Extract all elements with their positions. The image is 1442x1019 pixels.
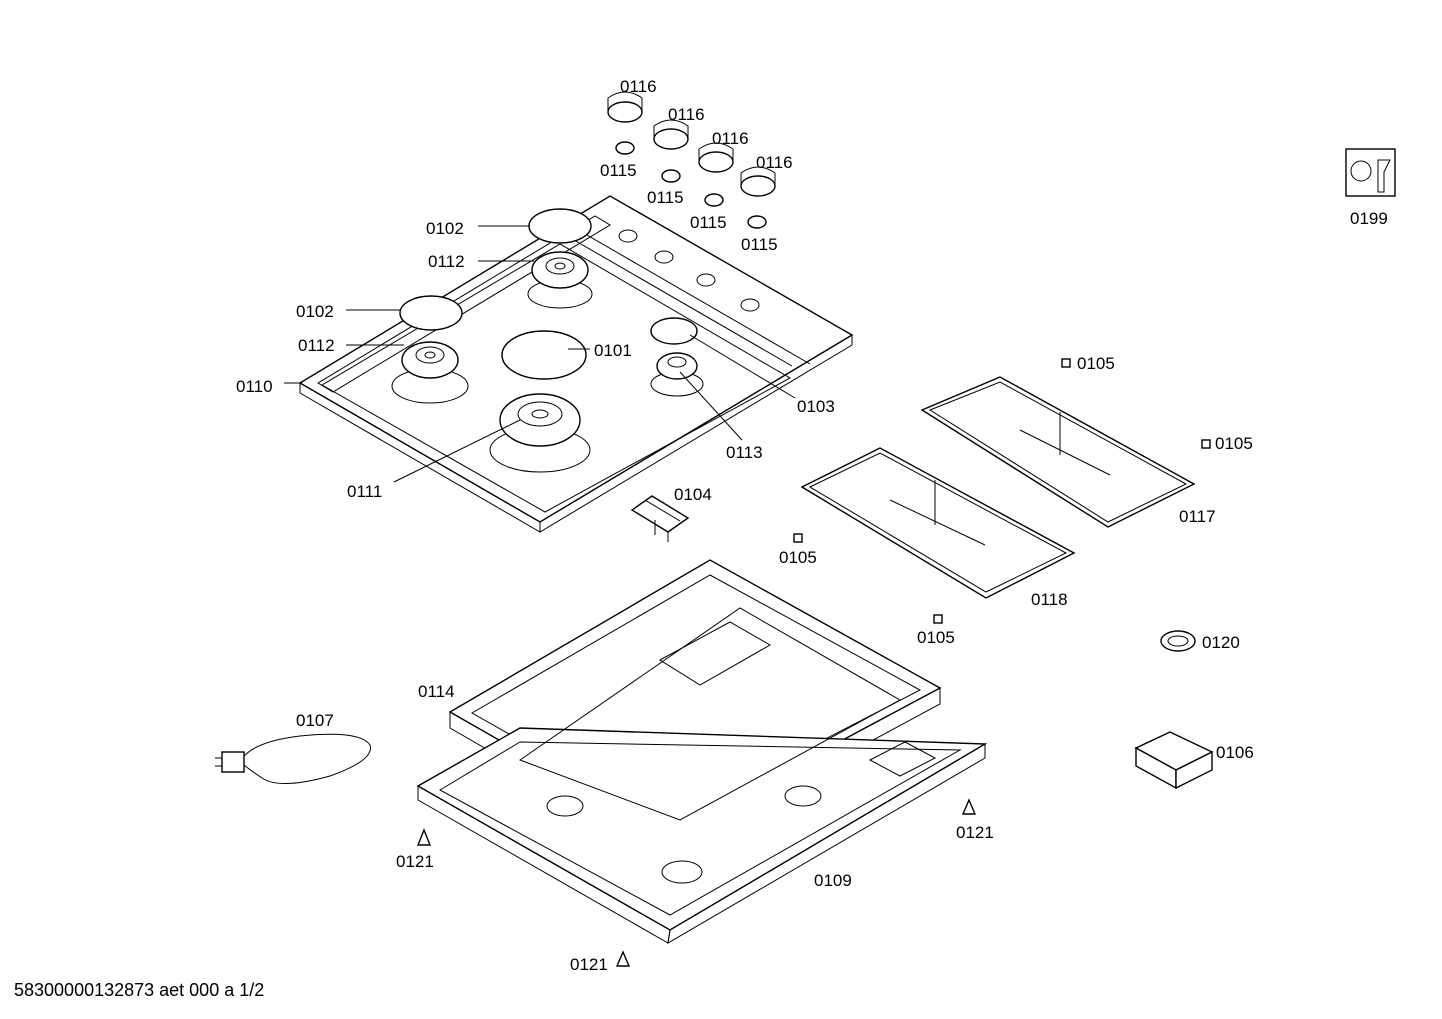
ignition-block	[630, 495, 690, 542]
rubber-foot-3	[793, 533, 803, 543]
adjustable-foot-2	[961, 798, 977, 815]
pan-support-right	[920, 376, 1196, 528]
burner-cap-0102-front	[399, 295, 463, 331]
adjustable-foot-1	[416, 828, 432, 846]
label-0118: 0118	[1031, 590, 1068, 609]
burner-cap-0103	[650, 317, 698, 345]
control-knob-3	[698, 142, 734, 173]
label-0112-a: 0112	[428, 252, 465, 271]
control-knob-1	[607, 91, 643, 123]
burner-small	[650, 352, 704, 397]
label-0102-a: 0102	[426, 219, 464, 238]
label-0115-d: 0115	[741, 235, 778, 254]
label-0199: 0199	[1350, 209, 1388, 228]
document-reference: 58300000132873 aet 000 a 1/2	[14, 980, 265, 1000]
burner-cap-0101	[501, 330, 587, 380]
pan-support-left	[800, 447, 1076, 599]
label-0117: 0117	[1179, 507, 1216, 526]
label-0105-c: 0105	[779, 548, 817, 567]
label-0111: 0111	[347, 482, 382, 501]
label-0113: 0113	[726, 443, 763, 462]
label-0115-a: 0115	[600, 161, 637, 180]
rubber-foot-2	[1201, 439, 1211, 449]
label-0121-b: 0121	[956, 823, 994, 842]
label-0110: 0110	[236, 377, 273, 396]
knob-ring-4	[747, 215, 767, 229]
label-0107: 0107	[296, 711, 334, 730]
leader-lines	[284, 225, 796, 483]
rubber-foot-1	[1061, 358, 1071, 368]
wok-ring	[1160, 630, 1196, 652]
power-cable	[215, 733, 371, 785]
label-0105-b: 0105	[1215, 434, 1253, 453]
label-0116-a: 0116	[620, 77, 657, 96]
knob-ring-1	[615, 141, 635, 155]
label-0105-d: 0105	[917, 628, 955, 647]
rubber-foot-4	[933, 614, 943, 624]
knob-ring-3	[704, 193, 724, 207]
burner-wok	[489, 393, 591, 473]
control-knob-2	[653, 119, 689, 150]
connection-box	[1134, 731, 1214, 790]
base-tray	[416, 607, 988, 944]
label-0115-c: 0115	[690, 213, 727, 232]
label-0115-b: 0115	[647, 188, 684, 207]
label-0121-c: 0121	[570, 955, 608, 974]
label-0116-c: 0116	[712, 129, 749, 148]
service-tool-icon	[1345, 148, 1396, 197]
label-0112-b: 0112	[298, 336, 335, 355]
label-0116-d: 0116	[756, 153, 793, 172]
label-0103: 0103	[797, 397, 835, 416]
label-0104: 0104	[674, 485, 712, 504]
control-knob-4	[740, 166, 776, 197]
label-0109: 0109	[814, 871, 852, 890]
label-0105-a: 0105	[1077, 354, 1115, 373]
label-0120: 0120	[1202, 633, 1240, 652]
label-0114: 0114	[418, 682, 455, 701]
label-0116-b: 0116	[668, 105, 705, 124]
knob-ring-2	[661, 169, 681, 183]
adjustable-foot-3	[615, 950, 631, 967]
label-0121-a: 0121	[396, 852, 434, 871]
burner-rear-left	[527, 251, 593, 309]
label-0101: 0101	[594, 341, 632, 360]
burner-front-left	[391, 341, 469, 404]
label-0106: 0106	[1216, 743, 1254, 762]
burner-cap-0102-rear	[528, 208, 592, 244]
label-0102-b: 0102	[296, 302, 334, 321]
